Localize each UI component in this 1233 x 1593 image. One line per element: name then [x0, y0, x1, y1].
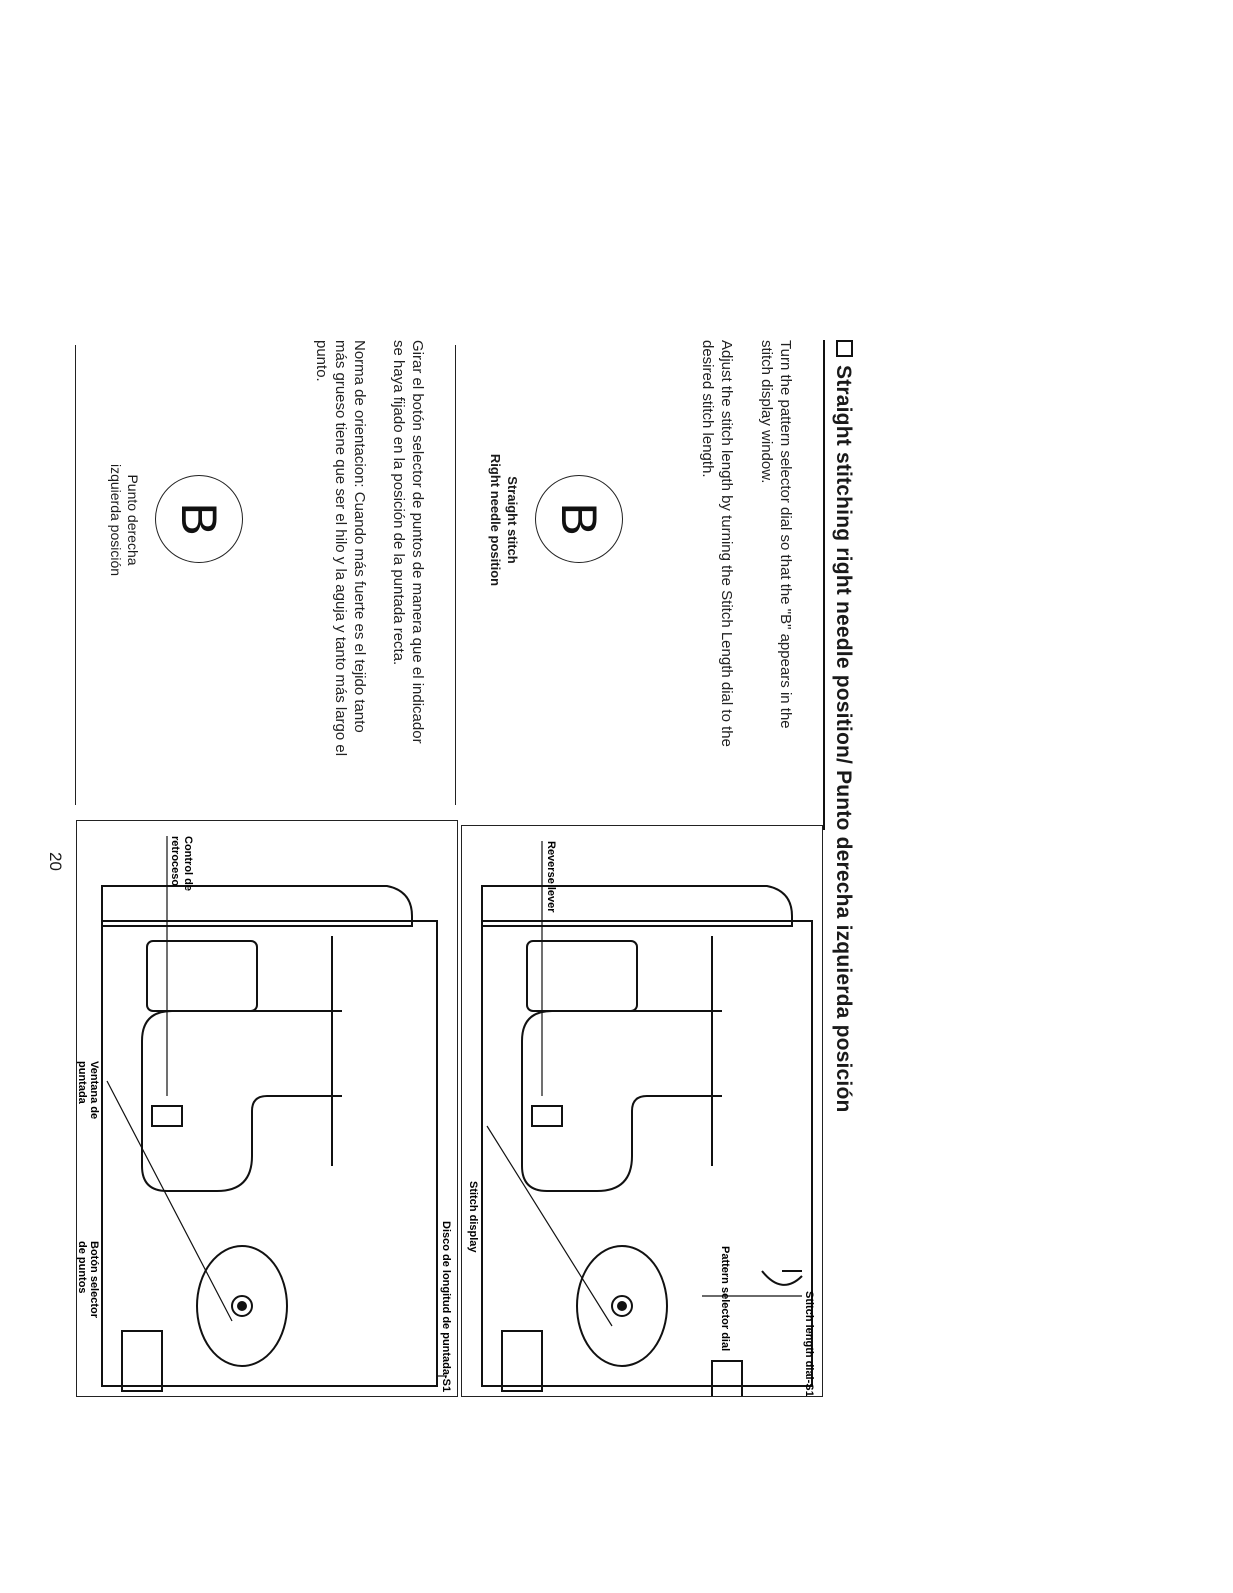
stitch-length-knob: [761, 1270, 803, 1286]
caption-line-2: Right needle position: [488, 453, 503, 587]
reverse-lever-label: Reverse lever: [545, 841, 557, 913]
disco-label: Disco de longitud de puntada-S1: [440, 1221, 452, 1392]
machine-arm-es: [141, 1010, 342, 1192]
sewing-machine-figure-es: Control de retroceso Disco de longitud d…: [76, 820, 458, 1397]
caption-line-2-es: izquierda posición: [108, 463, 124, 577]
boton-label-line-2: de puntos: [77, 1241, 88, 1294]
stitch-length-dial-label: Stitch length dial-S1: [803, 1291, 815, 1396]
english-caption: Straight stitch Right needle position: [487, 420, 521, 620]
spanish-caption: Punto derecha izquierda posición: [107, 420, 141, 620]
machine-body-outline-es: [101, 920, 438, 1387]
control-label-line-1: Control de: [182, 836, 194, 891]
pattern-selector-knob: [711, 1360, 743, 1407]
caption-line-1-es: Punto derecha: [125, 474, 141, 566]
machine-end-cap-es: [101, 885, 413, 927]
pattern-selector-dial: [501, 1330, 543, 1392]
machine-arm: [521, 1010, 722, 1192]
machine-body-outline: [481, 920, 813, 1387]
section-title-text: Straight stitching right needle position…: [832, 365, 855, 1113]
sewing-machine-figure-en: Reverse lever Stitch length dial-S1 Stit…: [461, 825, 823, 1407]
machine-bed-es: [146, 940, 258, 1012]
english-paragraph-2: Adjust the stitch length by turning the …: [699, 340, 735, 747]
english-paragraph-1: Turn the pattern selector dial so that t…: [758, 340, 794, 729]
spanish-paragraph-1: Girar el botón selector de puntos de man…: [390, 340, 426, 744]
stitch-display-center: [611, 1295, 633, 1317]
sewing-machine-illustration-es: Control de retroceso Disco de longitud d…: [76, 836, 452, 1392]
stitch-display-label: Stitch display: [467, 1181, 479, 1253]
reverse-lever-shape: [531, 1105, 563, 1127]
stitch-display-window-es: [196, 1245, 288, 1367]
pattern-b-label: B: [551, 502, 607, 536]
section-divider: [455, 345, 456, 805]
pattern-b-label-es: B: [171, 502, 227, 536]
section-title: Straight stitching right needle position…: [831, 340, 855, 1113]
ventana-label-line-2: puntada: [77, 1061, 88, 1105]
machine-bed: [526, 940, 638, 1012]
stitch-display-window: [576, 1245, 668, 1367]
pattern-selector-dial-es: [121, 1330, 163, 1392]
title-rule: [823, 340, 825, 830]
reverse-lever-shape-es: [151, 1105, 183, 1127]
spanish-paragraph-2: Norma de orientacion: Cuando más fuerte …: [313, 340, 368, 757]
ventana-label-line-1: Ventana de: [88, 1061, 100, 1119]
bottom-rule: [75, 345, 76, 805]
machine-end-cap: [481, 885, 793, 927]
page-number: 20: [46, 852, 65, 871]
pattern-b-icon: B: [535, 475, 623, 563]
pattern-selector-label: Pattern selector dial: [719, 1246, 731, 1351]
control-label-line-2: retroceso: [169, 836, 181, 886]
boton-label-line-1: Botón selector: [88, 1241, 100, 1319]
pattern-b-icon-es: B: [155, 475, 243, 563]
sewing-machine-illustration: Reverse lever Stitch length dial-S1 Stit…: [467, 841, 815, 1407]
caption-line-1: Straight stitch: [505, 476, 520, 564]
checkbox-icon: [836, 340, 853, 357]
